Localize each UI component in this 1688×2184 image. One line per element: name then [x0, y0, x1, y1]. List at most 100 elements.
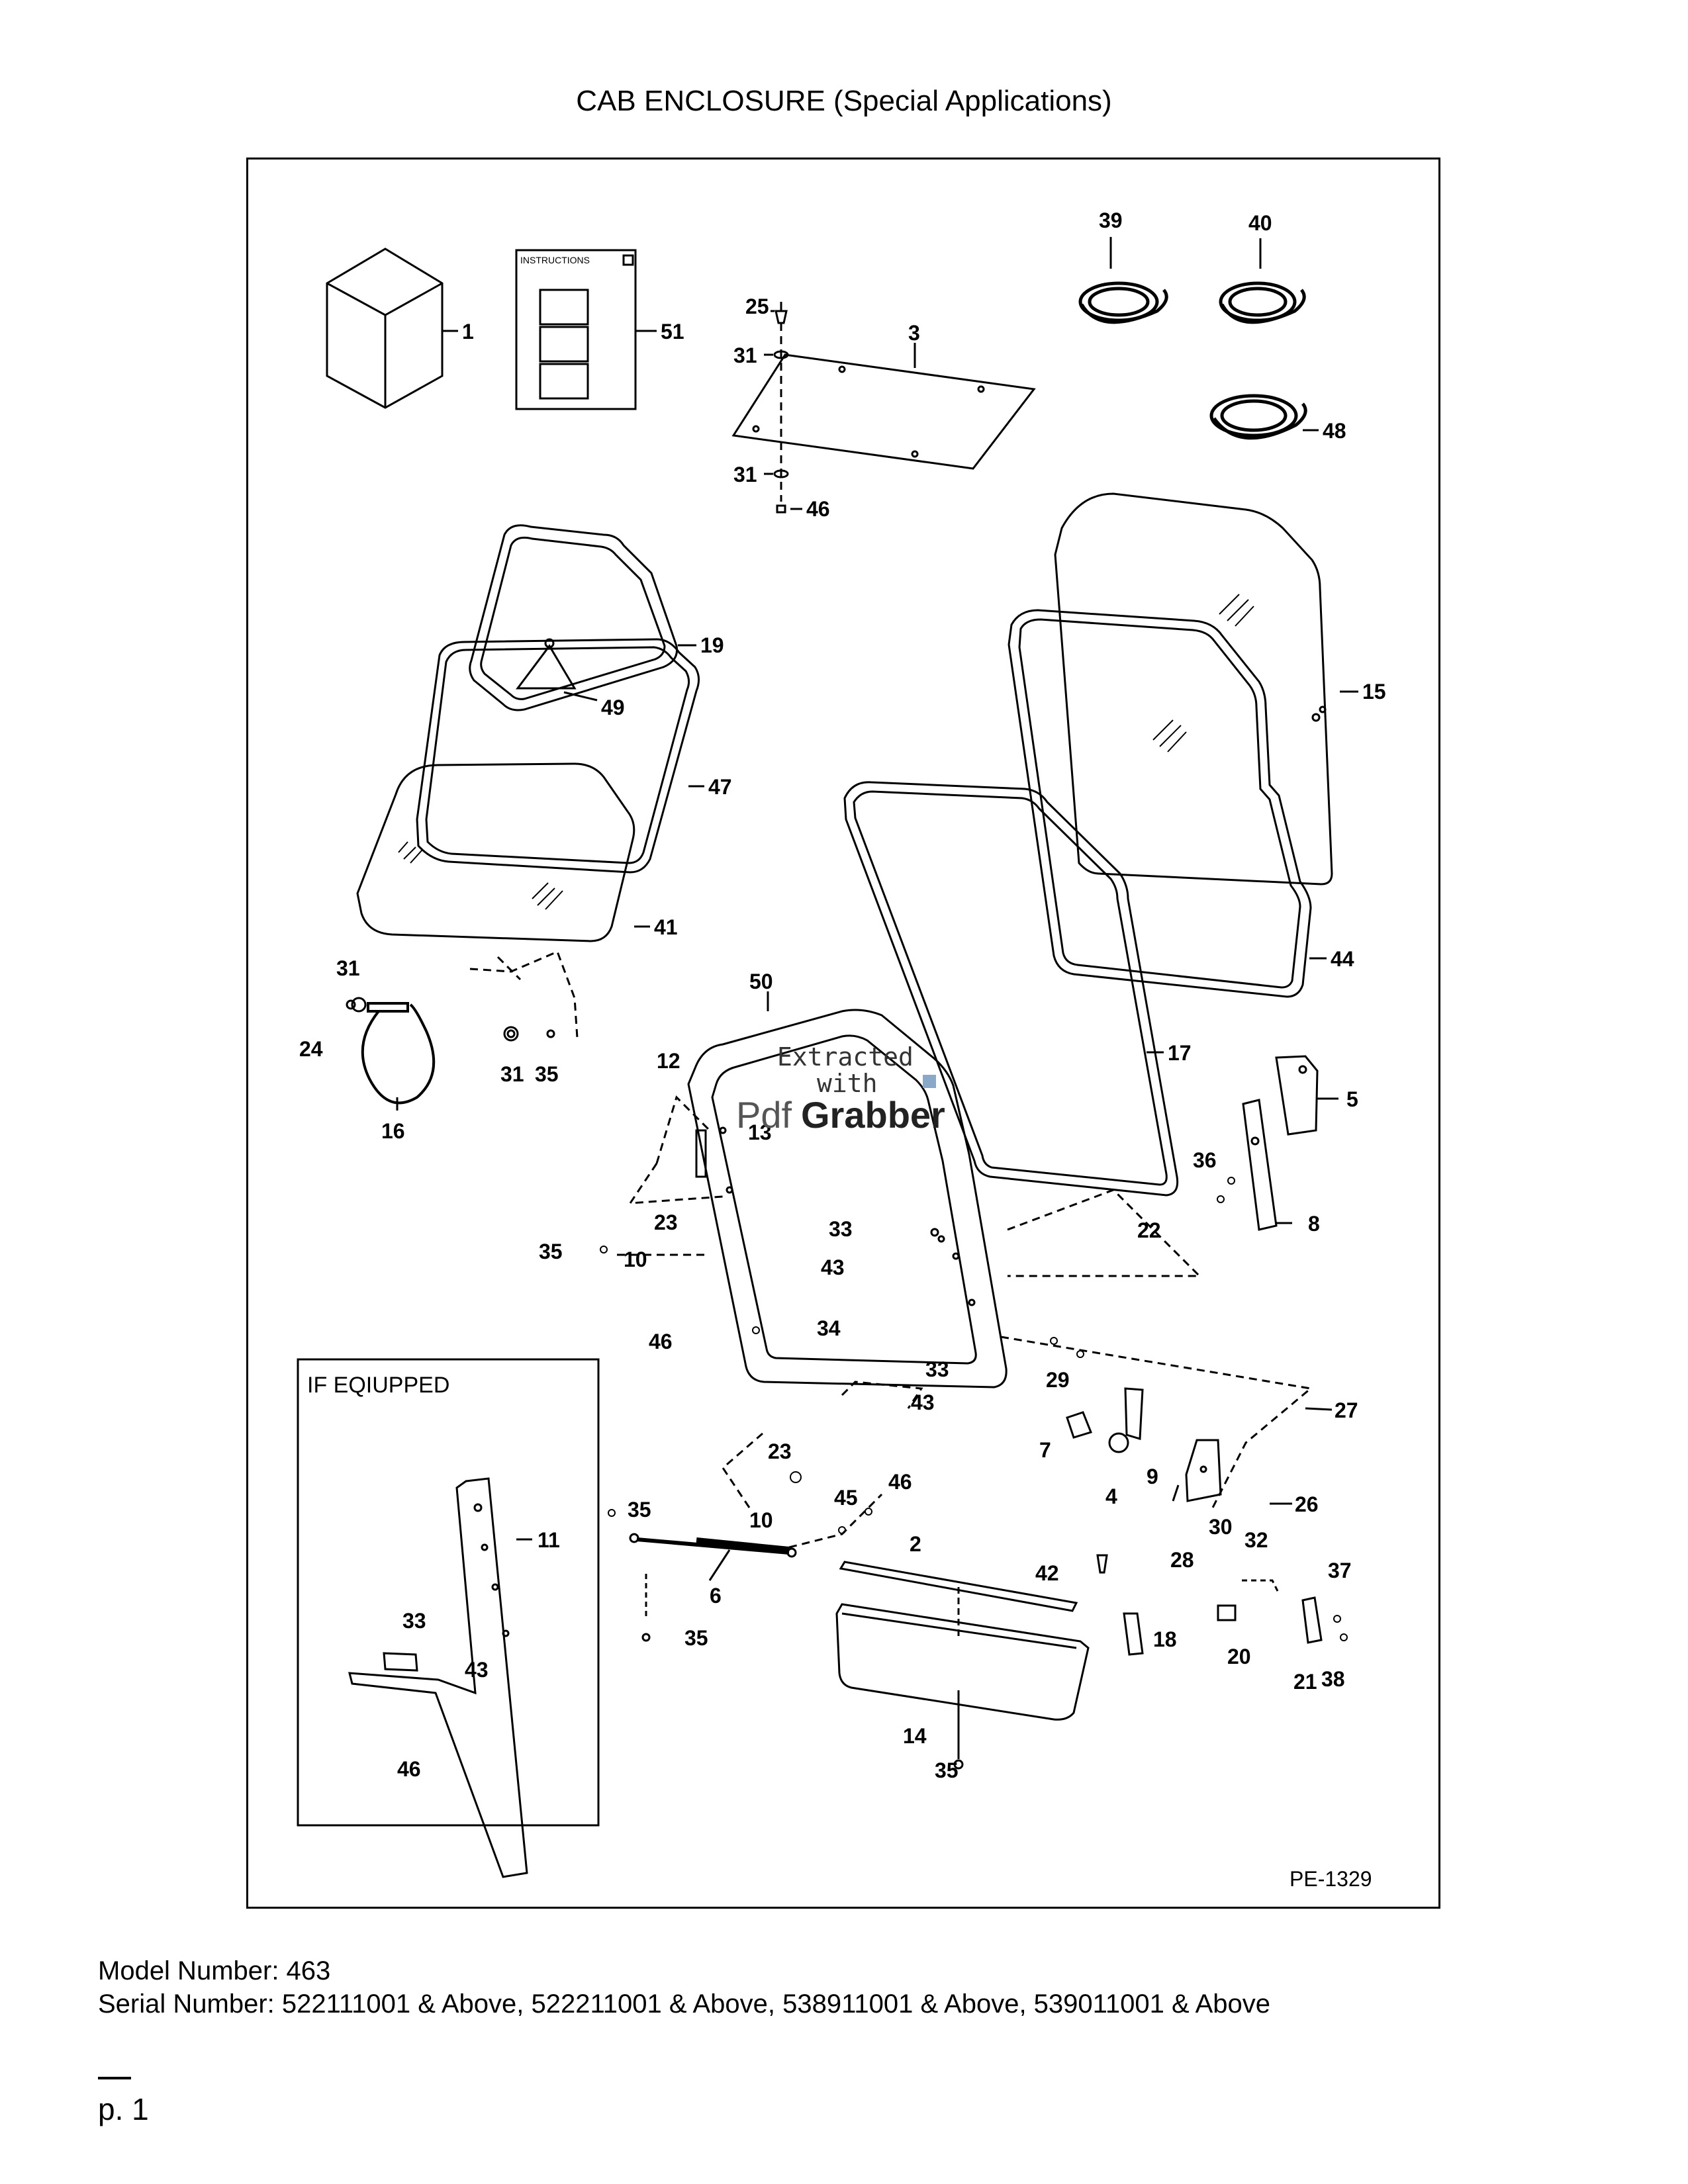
- part-20-21: [1217, 1596, 1323, 1644]
- part-hinge-12-13: [695, 1129, 707, 1178]
- part-instruction-sheet: [515, 249, 637, 410]
- callout-44: 44: [1331, 947, 1354, 971]
- part-latch-4: [1108, 1387, 1144, 1453]
- watermark-line1: Extracted: [777, 1042, 914, 1071]
- callout-31: 31: [336, 956, 360, 980]
- callout-33: 33: [402, 1609, 426, 1633]
- callout-28: 28: [1170, 1548, 1194, 1572]
- part-seal-roll-40: [1219, 281, 1306, 324]
- callout-29: 29: [1046, 1368, 1070, 1392]
- callout-37: 37: [1328, 1559, 1352, 1582]
- callout-11: 11: [538, 1528, 560, 1552]
- part-seal-roll-39: [1078, 281, 1168, 324]
- callout-46: 46: [649, 1330, 673, 1353]
- callout-46: 46: [888, 1470, 912, 1494]
- fasteners: [600, 1177, 1348, 1641]
- part-latch-9: [1185, 1439, 1222, 1502]
- callout-19: 19: [700, 633, 724, 657]
- page-title: CAB ENCLOSURE (Special Applications): [576, 85, 1112, 117]
- part-gas-strut-6: [629, 1533, 797, 1558]
- callout-13: 13: [748, 1120, 772, 1144]
- inset-box: [297, 1358, 600, 1827]
- part-plate: [731, 353, 1036, 470]
- callout-40: 40: [1248, 211, 1272, 235]
- part-latch-7: [1066, 1411, 1092, 1439]
- figure-code: PE-1329: [1289, 1867, 1372, 1891]
- callout-31: 31: [733, 463, 757, 486]
- callout-7: 7: [1039, 1438, 1051, 1462]
- part-hinge-5: [1275, 1055, 1319, 1136]
- callout-25: 25: [745, 295, 769, 318]
- part-handle-49: [516, 638, 577, 690]
- part-seal-47: [416, 638, 700, 874]
- callout-12: 12: [657, 1049, 680, 1073]
- part-glass-15: [1054, 492, 1333, 886]
- callout-18: 18: [1153, 1627, 1177, 1651]
- part-bar-2: [839, 1561, 1078, 1612]
- callout-43: 43: [911, 1390, 935, 1414]
- callout-35: 35: [539, 1240, 563, 1263]
- part-top-seal-19: [469, 524, 679, 711]
- part-hinge-8: [1242, 1099, 1278, 1231]
- part-door-frame-50: [687, 1009, 1008, 1388]
- part-inset-bracket-11: [348, 1477, 528, 1878]
- callout-16: 16: [381, 1119, 405, 1143]
- exploded-parts-diagram: INSTRUCTIONS 1 51 25 31 3 31 46 39 40 48…: [297, 208, 1386, 1891]
- callout-34: 34: [817, 1316, 841, 1340]
- callout-33: 33: [925, 1357, 949, 1381]
- model-number: Model Number: 463: [98, 1956, 331, 1985]
- callout-labels: 1 51 25 31 3 31 46 39 40 48 19 49 47 41 …: [299, 208, 1386, 1782]
- watermark-brand-a: Pdf: [736, 1094, 792, 1136]
- callout-20: 20: [1227, 1645, 1251, 1668]
- watermark-logo-icon: [923, 1075, 936, 1088]
- callout-45: 45: [834, 1486, 858, 1510]
- watermark: Extracted with Pdf Grabber: [736, 1042, 945, 1136]
- callout-43: 43: [465, 1658, 489, 1682]
- callout-43: 43: [821, 1255, 845, 1279]
- part-tray-14: [835, 1603, 1090, 1721]
- callout-35: 35: [535, 1062, 559, 1086]
- callout-2: 2: [910, 1532, 921, 1556]
- part-seal-44: [1008, 609, 1312, 998]
- callout-22: 22: [1137, 1218, 1161, 1242]
- callout-21: 21: [1293, 1670, 1317, 1694]
- callout-38: 38: [1321, 1667, 1345, 1691]
- part-seal-17: [843, 781, 1179, 1197]
- instructions-text: INSTRUCTIONS: [520, 255, 590, 265]
- callout-33: 33: [829, 1217, 853, 1241]
- callout-27: 27: [1335, 1398, 1358, 1422]
- callout-36: 36: [1193, 1148, 1217, 1172]
- callout-14: 14: [903, 1724, 927, 1748]
- callout-23: 23: [654, 1210, 678, 1234]
- callout-23: 23: [768, 1439, 792, 1463]
- callout-32: 32: [1244, 1528, 1268, 1552]
- callout-42: 42: [1035, 1561, 1059, 1585]
- callout-3: 3: [908, 321, 920, 345]
- callout-31: 31: [500, 1062, 524, 1086]
- callout-41: 41: [654, 915, 678, 939]
- part-box: [326, 248, 444, 409]
- callout-50: 50: [749, 970, 773, 993]
- callout-49: 49: [601, 696, 625, 719]
- part-handle-18: [1123, 1612, 1144, 1656]
- callout-30: 30: [1209, 1515, 1233, 1539]
- part-seal-roll-48: [1209, 394, 1307, 440]
- diagram-frame: [246, 158, 1440, 1909]
- callout-39: 39: [1099, 208, 1123, 232]
- watermark-line2: with: [817, 1069, 878, 1098]
- callout-15: 15: [1362, 680, 1386, 704]
- callout-47: 47: [708, 775, 732, 799]
- page-number: p. 1: [98, 2092, 149, 2126]
- part-strap-16: [361, 1002, 436, 1105]
- callout-48: 48: [1323, 419, 1346, 443]
- serial-number: Serial Number: 522111001 & Above, 522211…: [98, 1989, 1271, 2019]
- callout-35: 35: [628, 1498, 651, 1522]
- page-rule: [98, 2077, 131, 2079]
- callout-9: 9: [1147, 1465, 1158, 1488]
- callout-17: 17: [1168, 1041, 1192, 1065]
- callout-35: 35: [684, 1626, 708, 1650]
- callout-51: 51: [661, 320, 684, 343]
- callout-5: 5: [1346, 1087, 1358, 1111]
- callout-35: 35: [935, 1758, 959, 1782]
- callout-8: 8: [1308, 1212, 1320, 1236]
